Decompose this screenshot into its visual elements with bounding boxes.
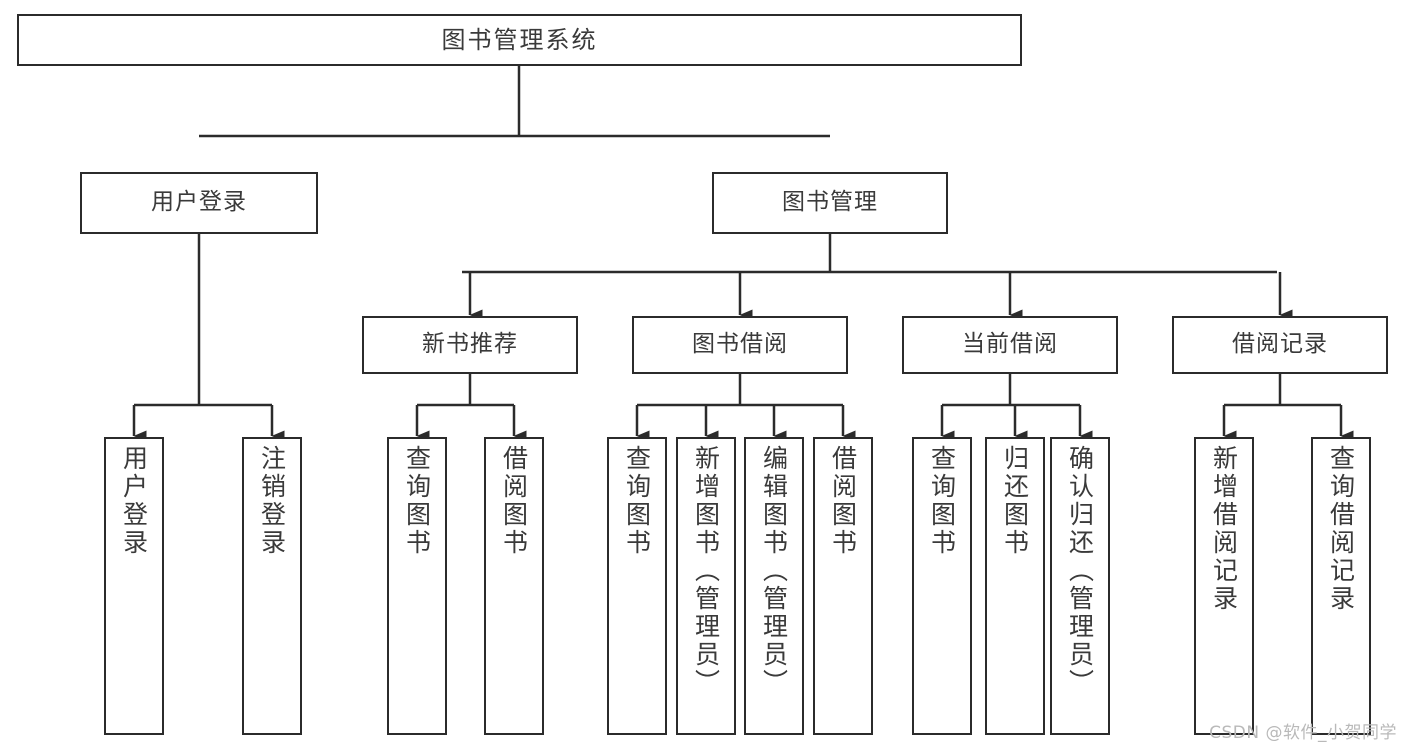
node-query-borrow-record[interactable]: 查询借阅记录 (1311, 437, 1371, 735)
node-borrow-record[interactable]: 借阅记录 (1172, 316, 1388, 374)
node-login[interactable]: 用户登录 (104, 437, 164, 735)
node-borrow-book-b[interactable]: 借阅图书 (813, 437, 873, 735)
watermark: CSDN @软件_小贺同学 (1209, 723, 1397, 743)
node-borrow-book-a[interactable]: 借阅图书 (484, 437, 544, 735)
node-login-label: 用户登录 (119, 445, 149, 557)
node-query-book-c[interactable]: 查询图书 (912, 437, 972, 735)
node-new-book-recommend[interactable]: 新书推荐 (362, 316, 578, 374)
node-return-book[interactable]: 归还图书 (985, 437, 1045, 735)
node-edit-book[interactable]: 编辑图书（管理员） (744, 437, 804, 735)
node-current-borrow-label: 当前借阅 (962, 331, 1058, 358)
node-confirm-return-label: 确认归还（管理员） (1065, 445, 1095, 697)
node-user-login-label: 用户登录 (151, 189, 247, 216)
node-borrow-record-label: 借阅记录 (1232, 331, 1328, 358)
node-logout[interactable]: 注销登录 (242, 437, 302, 735)
node-book-management[interactable]: 图书管理 (712, 172, 948, 234)
node-borrow-book-b-label: 借阅图书 (828, 445, 858, 557)
node-query-borrow-record-label: 查询借阅记录 (1326, 445, 1356, 613)
node-add-book[interactable]: 新增图书（管理员） (676, 437, 736, 735)
node-return-book-label: 归还图书 (1000, 445, 1030, 557)
node-edit-book-label: 编辑图书（管理员） (759, 445, 789, 697)
node-current-borrow[interactable]: 当前借阅 (902, 316, 1118, 374)
node-book-management-label: 图书管理 (782, 189, 878, 216)
node-add-borrow-record[interactable]: 新增借阅记录 (1194, 437, 1254, 735)
node-query-book-b-label: 查询图书 (622, 445, 652, 557)
edge-group (132, 66, 1354, 442)
node-query-book-a[interactable]: 查询图书 (387, 437, 447, 735)
node-confirm-return[interactable]: 确认归还（管理员） (1050, 437, 1110, 735)
node-query-book-c-label: 查询图书 (927, 445, 957, 557)
node-add-book-label: 新增图书（管理员） (691, 445, 721, 697)
node-root-label: 图书管理系统 (441, 25, 598, 54)
node-add-borrow-record-label: 新增借阅记录 (1209, 445, 1239, 613)
node-new-book-recommend-label: 新书推荐 (422, 331, 518, 358)
node-query-book-a-label: 查询图书 (402, 445, 432, 557)
node-user-login[interactable]: 用户登录 (80, 172, 318, 234)
node-book-borrow[interactable]: 图书借阅 (632, 316, 848, 374)
node-borrow-book-a-label: 借阅图书 (499, 445, 529, 557)
node-book-borrow-label: 图书借阅 (692, 331, 788, 358)
node-logout-label: 注销登录 (257, 445, 287, 557)
node-root[interactable]: 图书管理系统 (17, 14, 1022, 66)
node-query-book-b[interactable]: 查询图书 (607, 437, 667, 735)
